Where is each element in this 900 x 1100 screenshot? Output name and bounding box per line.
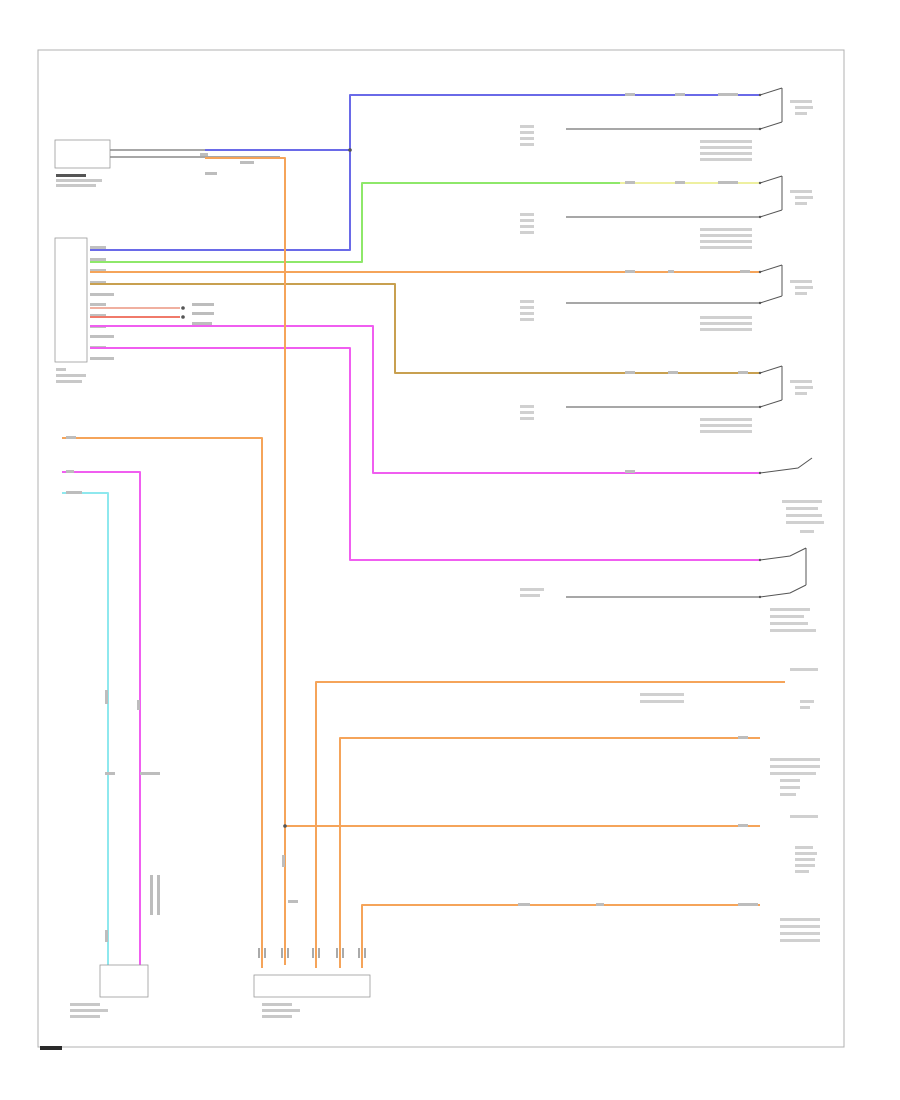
diagram-frame	[37, 49, 845, 1048]
wire-code-labels	[66, 93, 758, 942]
bottom-center-connector	[253, 974, 371, 1018]
orange-wire-b2	[339, 737, 760, 968]
module-pin-labels	[90, 246, 114, 360]
orange-left-wire	[62, 437, 263, 968]
left-control-module	[54, 237, 88, 383]
green-wire	[90, 182, 620, 263]
orange-trunk	[205, 157, 286, 965]
cyan-left-wire	[62, 492, 109, 965]
top-left-module	[54, 139, 111, 187]
tan-wire	[90, 283, 760, 374]
connector-pin-ticks	[258, 948, 366, 958]
center-sub-labels	[520, 125, 752, 703]
orange-wire-b1	[315, 681, 785, 968]
magenta-wire-2	[90, 347, 760, 561]
image-stamp	[40, 1046, 62, 1050]
gray-wire-top	[110, 149, 350, 158]
magenta-wire-1	[90, 325, 760, 474]
splice-dot-icon	[181, 148, 352, 828]
right-component-labels	[770, 100, 824, 942]
magenta-left-wire	[62, 471, 141, 965]
gray-circuits-right	[566, 128, 760, 598]
switch-contact-icon	[758, 87, 813, 599]
blue-wire	[90, 94, 760, 251]
bottom-left-connector	[70, 964, 149, 1018]
orange-wire-b3	[361, 904, 760, 968]
